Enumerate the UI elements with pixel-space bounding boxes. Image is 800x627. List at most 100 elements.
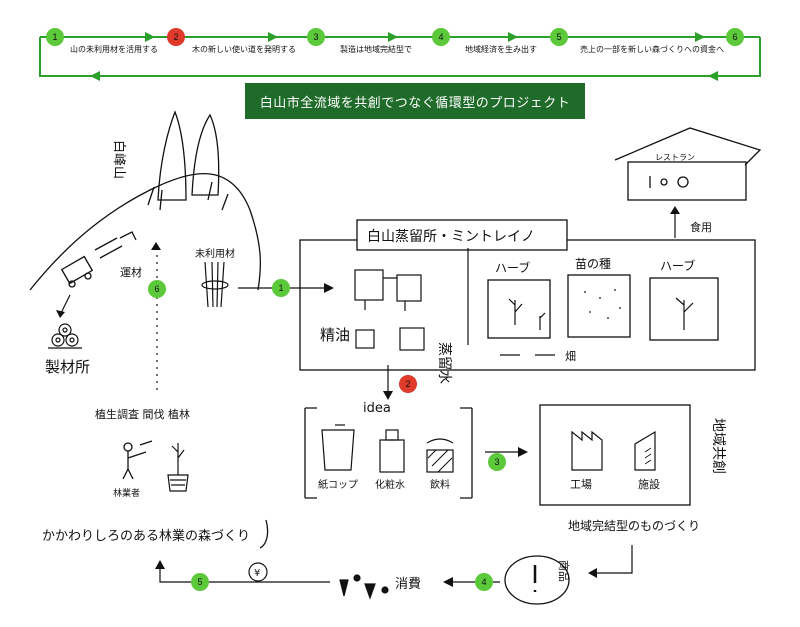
arrowhead	[268, 32, 278, 42]
local-making-label: 地域完結型のものづくり	[568, 518, 700, 533]
field-label: 畑	[565, 350, 576, 363]
arrowhead	[508, 32, 518, 42]
exclamation-mark	[259, 519, 269, 549]
sawmill-label: 製材所	[45, 358, 90, 376]
wood-bundle-icon	[201, 261, 229, 308]
marker-6: 6	[148, 280, 166, 298]
cone-icon	[151, 242, 161, 250]
herb-left-label: ハーブ	[495, 260, 530, 275]
yen-coin-icon	[248, 562, 268, 582]
paper-cup-icon	[321, 424, 355, 471]
unused-wood-label: 未利用材	[195, 247, 235, 260]
step-6: 6	[726, 28, 744, 46]
marker-1: 1	[272, 279, 290, 297]
drink-label: 飲料	[430, 478, 450, 491]
svg-text:6: 6	[154, 284, 159, 294]
step-label: 山の未利用材を活用する	[70, 44, 158, 54]
step-number: 6	[732, 32, 737, 42]
arrowhead	[588, 568, 597, 578]
arrowhead	[443, 577, 453, 587]
product-label: 商品	[557, 560, 571, 582]
seed-dots	[584, 289, 621, 319]
step-label: 売上の一部を新しい森づくりへの資金へ	[580, 44, 724, 54]
process-return-line	[39, 37, 761, 77]
small-tree-icon	[147, 181, 229, 211]
step-label: 木の新しい使い道を発明する	[192, 44, 296, 54]
step-label: 地域経済を生み出す	[465, 44, 537, 54]
facility-hatch	[644, 447, 652, 465]
restaurant-label: レストラン	[655, 153, 695, 162]
marker-2: 2	[399, 375, 417, 393]
forest-slogan: かかわりしろのある林業の森づくり	[42, 528, 250, 544]
distillery-title: 白山蒸留所・ミントレイノ	[367, 229, 535, 245]
money-flow-line	[159, 565, 330, 583]
process-arrowheads	[90, 32, 718, 81]
refined-oil-label: 精油	[320, 326, 350, 344]
step-5: 5 売上の一部を新しい森づくりへの資金へ	[550, 28, 724, 54]
drink-hatch	[427, 449, 453, 473]
seed-label: 苗の種	[575, 257, 611, 271]
logging-label: 運材	[120, 265, 142, 279]
seed-panel	[567, 274, 631, 338]
herb-right-label: ハーブ	[660, 258, 695, 273]
cosmetics-label: 化粧水	[375, 478, 405, 491]
herb-icon	[508, 298, 546, 330]
svg-text:3: 3	[494, 457, 499, 467]
distilled-water-label: 蒸留水	[436, 342, 452, 384]
mountain-outline	[29, 173, 262, 291]
step-number: 4	[438, 32, 443, 42]
arrowhead	[155, 560, 165, 569]
herb-icon	[675, 297, 694, 330]
facility-icon	[634, 430, 656, 471]
yen-label: ¥	[254, 568, 260, 579]
factory-frame	[539, 404, 691, 506]
arrowhead	[90, 71, 100, 81]
step-number: 3	[313, 32, 318, 42]
step-4: 4 地域経済を生み出す	[432, 28, 537, 54]
svg-text:5: 5	[197, 577, 202, 587]
arrowhead	[383, 391, 393, 400]
forestry-work-label: 植生調査 間伐 植林	[95, 407, 190, 421]
step-number: 5	[556, 32, 561, 42]
forester-label: 林業者	[113, 487, 140, 499]
tree-icon	[191, 113, 220, 196]
herb-panel-right	[649, 277, 719, 341]
marker-4: 4	[475, 573, 493, 591]
top-process-flow	[39, 36, 761, 77]
mountain-label: 白峰山	[111, 140, 127, 179]
distiller-icon	[354, 269, 422, 311]
sapling-icon	[167, 443, 189, 492]
log-stack-icon	[48, 323, 82, 349]
arrowhead	[518, 447, 528, 457]
step-2: 2 木の新しい使い道を発明する	[167, 28, 296, 54]
arrowhead	[324, 283, 334, 293]
mountain-sketch	[29, 110, 262, 291]
regional-cocreation-label: 地域共創	[710, 418, 726, 474]
logging-truck-icon	[60, 231, 137, 288]
svg-text:2: 2	[405, 379, 410, 389]
marker-5: 5	[191, 573, 209, 591]
drink-icon	[426, 438, 454, 473]
project-banner: 白山市全流域を共創でつなぐ循環型のプロジェクト	[245, 83, 585, 119]
factory-icon	[571, 430, 603, 471]
food-label: 食用	[690, 220, 712, 234]
arrowhead	[145, 32, 155, 42]
arrowhead	[708, 71, 718, 81]
forester-icon	[122, 440, 153, 480]
bottle-icon	[355, 327, 425, 351]
step-label: 製造は地域完結型で	[340, 44, 412, 54]
product-arrow	[592, 545, 633, 574]
idea-bracket	[304, 407, 473, 499]
tree-icon	[157, 110, 187, 201]
idea-label: idea	[363, 401, 391, 416]
consumption-label: 消費	[395, 577, 421, 592]
factory-label: 工場	[570, 478, 592, 491]
facility-label: 施設	[638, 477, 660, 491]
step-number: 2	[173, 32, 178, 42]
step-number: 1	[52, 32, 57, 42]
consumers-icon	[339, 574, 389, 600]
cosmetics-icon	[379, 429, 405, 473]
product-circle	[504, 555, 570, 605]
